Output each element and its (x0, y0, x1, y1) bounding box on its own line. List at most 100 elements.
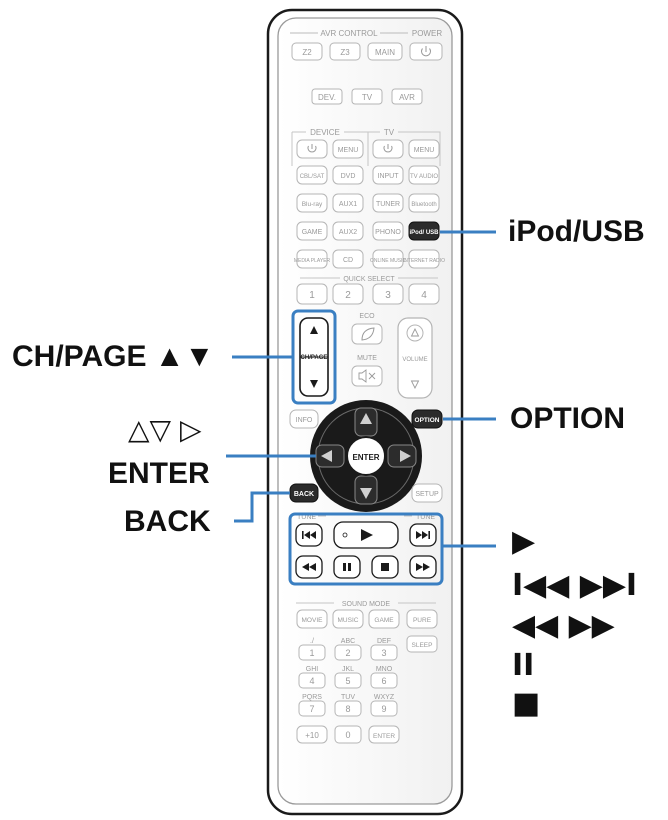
setup-label: SETUP (415, 491, 439, 498)
stop-button[interactable] (371, 555, 399, 579)
quick-select-1-button[interactable]: 1 (296, 283, 328, 305)
online-music-button[interactable]: ONLINE MUSIC (370, 249, 407, 269)
pause-button[interactable] (333, 555, 361, 579)
play-button[interactable] (333, 521, 399, 549)
key-digit: 1 (309, 648, 314, 658)
cursor-left-button[interactable] (315, 444, 345, 468)
option-label: OPTION (415, 417, 440, 424)
z3-label: Z3 (340, 48, 350, 57)
internet-radio-button[interactable]: INTERNET RADIO (403, 249, 445, 269)
dvd-button[interactable]: DVD (332, 165, 364, 185)
bluetooth-button[interactable]: Bluetooth (408, 193, 440, 213)
tv-section-label: TV (384, 128, 395, 137)
avr-label: AVR (399, 93, 415, 102)
mute-button[interactable] (351, 365, 383, 387)
tv-power-button[interactable] (372, 139, 404, 159)
setup-button[interactable]: SETUP (411, 483, 443, 503)
tune-right-label: TUNE (416, 514, 435, 521)
power-button[interactable] (409, 42, 443, 61)
key-0-button[interactable]: 0 (334, 725, 362, 744)
rewind-button[interactable] (295, 555, 323, 579)
ch-down-arrow-icon[interactable] (310, 380, 318, 388)
quick-select-4-button[interactable]: 4 (408, 283, 440, 305)
previous-track-button[interactable] (295, 523, 323, 547)
dvd-label: DVD (341, 173, 356, 180)
option-button[interactable]: OPTION (411, 409, 443, 429)
quick-select-3-button[interactable]: 3 (372, 283, 404, 305)
volume-label: VOLUME (402, 357, 427, 363)
cbl-sat-button[interactable]: CBL/SAT (296, 165, 328, 185)
game-mode-button[interactable]: GAME (368, 609, 400, 629)
fast-forward-icon (416, 563, 430, 571)
cursor-arrows-callout: △▽ ▷ (128, 413, 202, 446)
movie-button[interactable]: MOVIE (296, 609, 328, 629)
cd-button[interactable]: CD (332, 249, 364, 269)
mute-label: MUTE (357, 355, 377, 362)
quick-select-label: QUICK SELECT (343, 276, 395, 283)
device-tv-frames: DEVICE TV (291, 128, 441, 166)
tv-menu-button[interactable]: MENU (408, 139, 440, 159)
phono-button[interactable]: PHONO (372, 221, 404, 241)
down-triangle-icon (360, 488, 372, 499)
key-6-button[interactable]: 6 (370, 672, 398, 689)
z2-button[interactable]: Z2 (291, 42, 323, 61)
fast-forward-button[interactable] (409, 555, 437, 579)
volume-up-icon[interactable] (406, 324, 424, 342)
key-5-button[interactable]: 5 (334, 672, 362, 689)
aux1-button[interactable]: AUX1 (332, 193, 364, 213)
key-letters: JKL (342, 666, 354, 673)
key-letters: GHI (306, 666, 319, 673)
ch-page-callout: CH/PAGE ▲▼ (12, 340, 215, 373)
key-1-button[interactable]: 1 (298, 644, 326, 661)
info-button[interactable]: INFO (289, 409, 319, 429)
tv-mode-button[interactable]: TV (351, 88, 383, 105)
tv-audio-button[interactable]: TV AUDIO (408, 165, 440, 185)
game-button[interactable]: GAME (296, 221, 328, 241)
quick-select-2-button[interactable]: 2 (332, 283, 364, 305)
key-4-button[interactable]: 4 (298, 672, 326, 689)
key-7-button[interactable]: 7 (298, 700, 326, 717)
main-button[interactable]: MAIN (367, 42, 403, 61)
key-8-button[interactable]: 8 (334, 700, 362, 717)
media-player-button[interactable]: MEDIA PLAYER (294, 249, 331, 269)
bluray-button[interactable]: Blu-ray (296, 193, 328, 213)
aux2-button[interactable]: AUX2 (332, 221, 364, 241)
enter-button[interactable]: ENTER (346, 436, 386, 476)
key-2-button[interactable]: 2 (334, 644, 362, 661)
z2-label: Z2 (302, 48, 312, 57)
next-track-button[interactable] (409, 523, 437, 547)
pure-button[interactable]: PURE (406, 609, 438, 629)
tuner-button[interactable]: TUNER (372, 193, 404, 213)
key-3-button[interactable]: 3 (370, 644, 398, 661)
numeric-enter-button[interactable]: ENTER (368, 725, 400, 744)
plus10-button[interactable]: +10 (296, 725, 328, 744)
key-digit: 8 (345, 704, 350, 714)
device-menu-button[interactable]: MENU (332, 139, 364, 159)
up-triangle-icon (360, 413, 372, 424)
cbl-sat-label: CBL/SAT (300, 174, 325, 180)
quick-select-section: QUICK SELECT 1 2 3 4 (296, 276, 440, 305)
ipod-usb-button[interactable]: iPod/ USB (408, 221, 440, 241)
key-9-button[interactable]: 9 (370, 700, 398, 717)
ch-page-rocker[interactable]: CH/PAGE (299, 317, 329, 397)
music-button[interactable]: MUSIC (332, 609, 364, 629)
music-label: MUSIC (338, 617, 359, 624)
eco-button[interactable] (351, 323, 383, 345)
volume-rocker[interactable]: VOLUME (397, 317, 433, 399)
z3-button[interactable]: Z3 (329, 42, 361, 61)
main-label: MAIN (375, 48, 395, 57)
dev-button[interactable]: DEV. (311, 88, 343, 105)
sleep-button[interactable]: SLEEP (406, 635, 438, 653)
cursor-right-button[interactable] (387, 444, 417, 468)
avr-button[interactable]: AVR (391, 88, 423, 105)
cursor-down-button[interactable] (354, 475, 378, 505)
key-letters: ABC (341, 638, 355, 645)
device-label: DEVICE (310, 128, 340, 137)
input-button[interactable]: INPUT (372, 165, 404, 185)
device-power-button[interactable] (296, 139, 328, 159)
volume-down-icon[interactable] (410, 380, 420, 390)
ch-up-arrow-icon[interactable] (310, 326, 318, 334)
cursor-up-button[interactable] (354, 407, 378, 437)
back-button[interactable]: BACK (289, 483, 319, 503)
